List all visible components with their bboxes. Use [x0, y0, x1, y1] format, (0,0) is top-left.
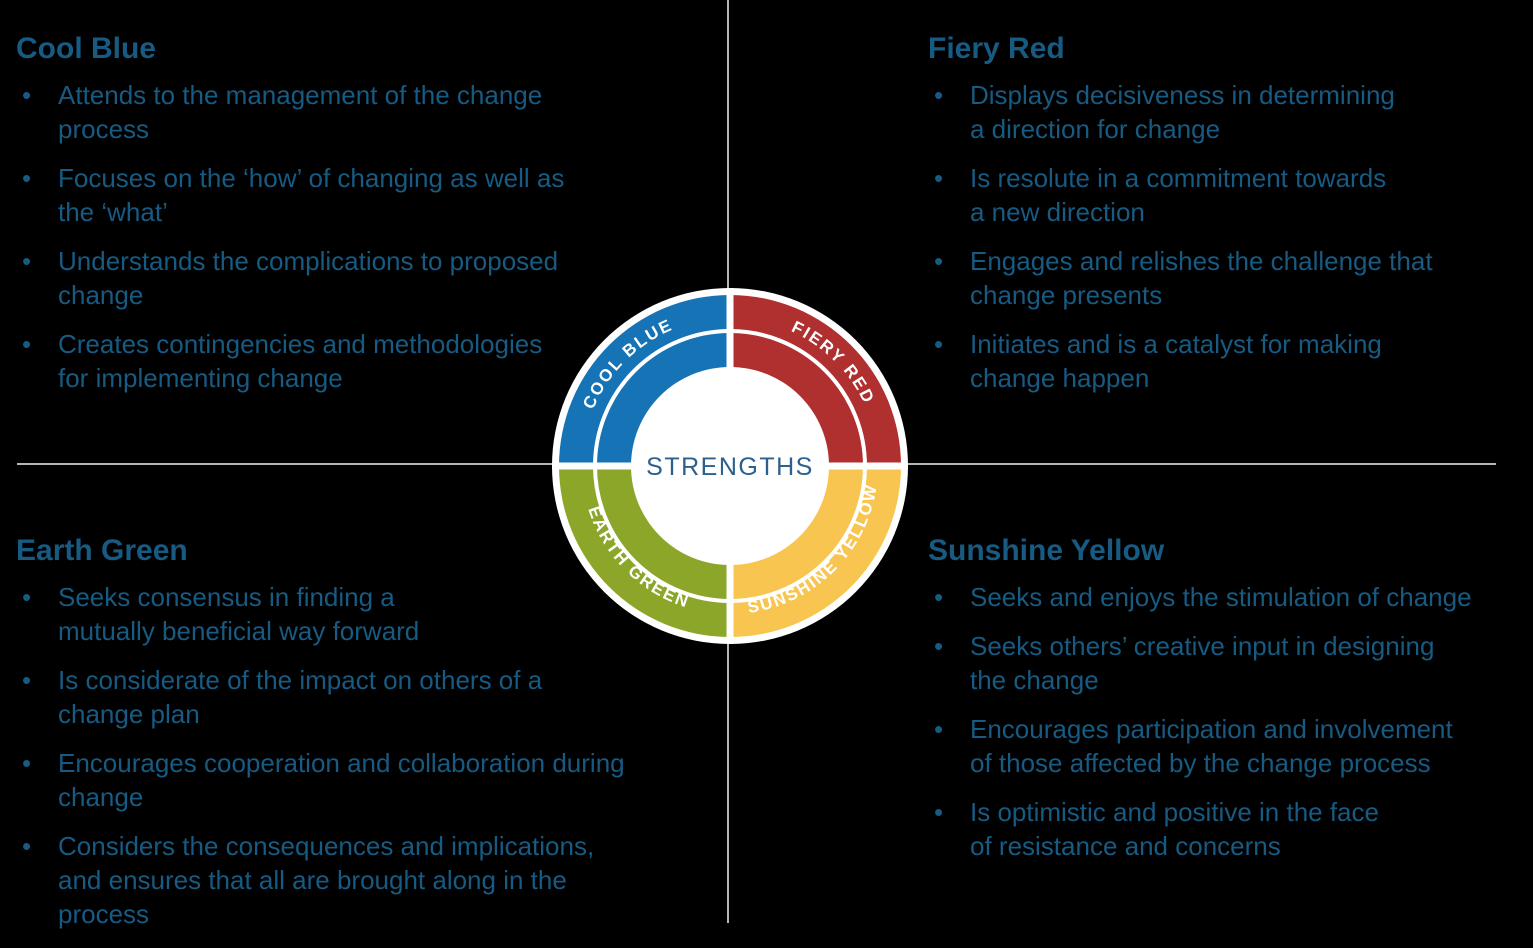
- bullet-text: Focuses on the ‘how’ of changing as well…: [58, 163, 565, 227]
- quadrant-sunshine-yellow: Sunshine Yellow • Seeks and enjoys the s…: [928, 532, 1528, 878]
- quadrant-title-sunshine-yellow: Sunshine Yellow: [928, 534, 1165, 567]
- list-item: • Seeks others’ creative input in design…: [928, 629, 1528, 697]
- bullet-text: Seeks consensus in finding a mutually be…: [58, 582, 420, 646]
- bullet-marker: •: [22, 831, 32, 861]
- bullet-marker: •: [22, 748, 32, 778]
- list-item: • Is considerate of the impact on others…: [16, 663, 721, 731]
- list-item: • Seeks and enjoys the stimulation of ch…: [928, 580, 1528, 614]
- wheel-center-circle: [631, 367, 829, 565]
- list-item: • Is resolute in a commitment towards a …: [928, 161, 1528, 229]
- wheel-band-separator: [593, 329, 867, 603]
- bullet-marker: •: [934, 797, 944, 827]
- list-item: • Understands the complications to propo…: [16, 244, 716, 312]
- bullet-text: Is resolute in a commitment towards a ne…: [970, 163, 1387, 227]
- wheel-center-label: STRENGTHS: [646, 453, 814, 481]
- bullet-marker: •: [934, 714, 944, 744]
- list-item: • Encourages cooperation and collaborati…: [16, 746, 721, 814]
- strengths-wheel: COOL BLUE FIERY RED EARTH GREEN SUNSHINE…: [552, 288, 908, 644]
- bullet-marker: •: [22, 665, 32, 695]
- bullet-text: Seeks others’ creative input in designin…: [970, 631, 1435, 695]
- bullet-text: Engages and relishes the challenge that …: [970, 246, 1433, 310]
- bullet-text: Seeks and enjoys the stimulation of chan…: [970, 582, 1472, 612]
- bullet-marker: •: [934, 582, 944, 612]
- bullet-marker: •: [22, 163, 32, 193]
- bullet-marker: •: [22, 80, 32, 110]
- bullet-text: Understands the complications to propose…: [58, 246, 559, 310]
- bullet-text: Encourages cooperation and collaboration…: [58, 748, 625, 812]
- bullet-marker: •: [22, 246, 32, 276]
- bullet-marker: •: [934, 163, 944, 193]
- quadrant-title-cool-blue: Cool Blue: [16, 32, 156, 65]
- list-item: • Creates contingencies and methodologie…: [16, 327, 716, 395]
- list-item: • Initiates and is a catalyst for making…: [928, 327, 1528, 395]
- list-item: • Focuses on the ‘how’ of changing as we…: [16, 161, 716, 229]
- list-item: • Displays decisiveness in determining a…: [928, 78, 1528, 146]
- bullet-text: Is considerate of the impact on others o…: [58, 665, 543, 729]
- bullet-text: Encourages participation and involvement…: [970, 714, 1453, 778]
- quadrant-title-fiery-red: Fiery Red: [928, 32, 1065, 65]
- quadrant-fiery-red: Fiery Red • Displays decisiveness in det…: [928, 30, 1528, 410]
- bullet-marker: •: [934, 631, 944, 661]
- bullet-marker: •: [934, 246, 944, 276]
- quadrant-cool-blue: Cool Blue • Attends to the management of…: [16, 30, 716, 410]
- bullet-marker: •: [22, 582, 32, 612]
- bullet-text: Is optimistic and positive in the face o…: [970, 797, 1379, 861]
- list-item: • Seeks consensus in finding a mutually …: [16, 580, 721, 648]
- quadrant-earth-green: Earth Green • Seeks consensus in finding…: [16, 532, 721, 946]
- bullet-text: Displays decisiveness in determining a d…: [970, 80, 1395, 144]
- bullet-marker: •: [22, 329, 32, 359]
- quadrant-title-earth-green: Earth Green: [16, 534, 188, 567]
- list-item: • Encourages participation and involveme…: [928, 712, 1528, 780]
- bullet-marker: •: [934, 329, 944, 359]
- bullet-text: Attends to the management of the change …: [58, 80, 543, 144]
- list-item: • Considers the consequences and implica…: [16, 829, 721, 931]
- list-item: • Attends to the management of the chang…: [16, 78, 716, 146]
- bullet-marker: •: [934, 80, 944, 110]
- bullet-text: Creates contingencies and methodologies …: [58, 329, 543, 393]
- list-item: • Is optimistic and positive in the face…: [928, 795, 1528, 863]
- list-item: • Engages and relishes the challenge tha…: [928, 244, 1528, 312]
- bullet-text: Considers the consequences and implicati…: [58, 831, 595, 929]
- bullet-text: Initiates and is a catalyst for making c…: [970, 329, 1382, 393]
